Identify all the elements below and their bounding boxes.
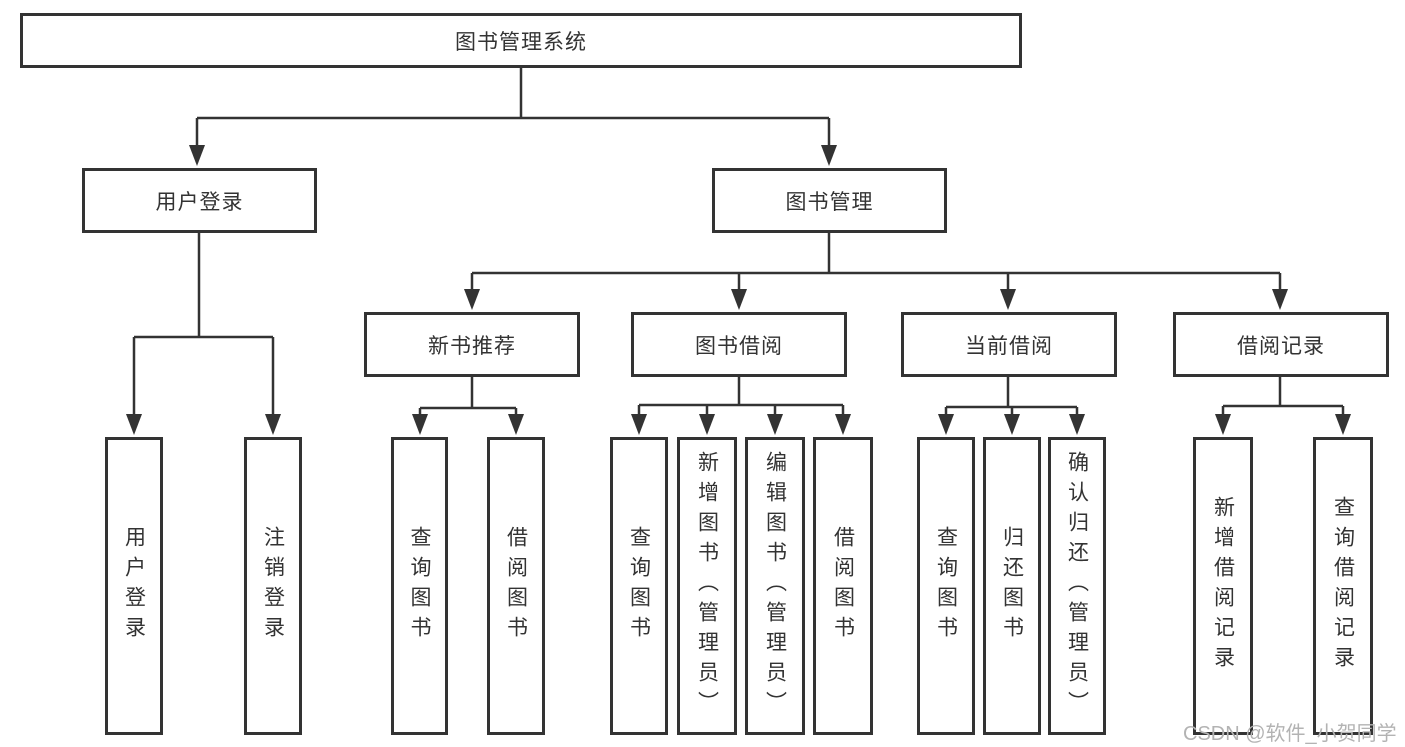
arrowhead-down bbox=[464, 289, 480, 310]
leaf-query-book-1: 查询图书 bbox=[391, 437, 448, 735]
leaf-add-borrow-record: 新增借阅记录 bbox=[1193, 437, 1253, 735]
node-book-borrow: 图书借阅 bbox=[631, 312, 847, 377]
edge-new-book-to-leaves bbox=[418, 377, 518, 415]
arrowhead-down bbox=[1000, 289, 1016, 310]
node-new-book-recommend-label: 新书推荐 bbox=[428, 334, 516, 358]
arrowhead-down bbox=[731, 289, 747, 310]
node-current-borrow: 当前借阅 bbox=[901, 312, 1117, 377]
arrowhead-down bbox=[1069, 414, 1085, 435]
arrowhead-down bbox=[821, 145, 837, 166]
node-user-login-label: 用户登录 bbox=[155, 190, 244, 214]
leaf-confirm-return-admin-label: 确认归还（管理员） bbox=[1065, 451, 1089, 721]
arrowhead-down bbox=[412, 414, 428, 435]
leaf-query-book-2: 查询图书 bbox=[610, 437, 668, 735]
arrowhead-down bbox=[265, 414, 281, 435]
leaf-add-book-admin-label: 新增图书（管理员） bbox=[695, 451, 719, 721]
arrowhead-down bbox=[1215, 414, 1231, 435]
arrowhead-down bbox=[189, 145, 205, 166]
edge-borrow-records-to-leaves bbox=[1221, 377, 1345, 415]
leaf-query-book-1-label: 查询图书 bbox=[408, 526, 431, 646]
node-borrow-records: 借阅记录 bbox=[1173, 312, 1389, 377]
leaf-borrow-book-2-label: 借阅图书 bbox=[831, 526, 855, 646]
edge-user-login-to-leaves bbox=[132, 233, 275, 414]
arrowhead-down bbox=[767, 414, 783, 435]
leaf-query-borrow-record-label: 查询借阅记录 bbox=[1331, 496, 1355, 676]
leaf-add-book-admin: 新增图书（管理员） bbox=[677, 437, 737, 735]
node-library-system-label: 图书管理系统 bbox=[455, 30, 587, 54]
node-book-management: 图书管理 bbox=[712, 168, 947, 233]
edge-root-to-level2 bbox=[195, 68, 831, 147]
leaf-borrow-book-1-label: 借阅图书 bbox=[504, 526, 528, 646]
leaf-query-book-3: 查询图书 bbox=[917, 437, 975, 735]
leaf-borrow-book-1: 借阅图书 bbox=[487, 437, 545, 735]
leaf-user-login-label: 用户登录 bbox=[122, 526, 146, 646]
csdn-watermark: CSDN @软件_小贺同学 bbox=[1183, 723, 1397, 745]
leaf-logout: 注销登录 bbox=[244, 437, 302, 735]
leaf-query-book-2-label: 查询图书 bbox=[627, 526, 651, 646]
leaf-confirm-return-admin: 确认归还（管理员） bbox=[1048, 437, 1106, 735]
node-current-borrow-label: 当前借阅 bbox=[965, 334, 1053, 358]
leaf-query-borrow-record: 查询借阅记录 bbox=[1313, 437, 1373, 735]
node-borrow-records-label: 借阅记录 bbox=[1237, 334, 1325, 358]
edge-current-borrow-to-leaves bbox=[944, 377, 1079, 415]
arrowhead-down bbox=[1004, 414, 1020, 435]
arrowhead-down bbox=[1272, 289, 1288, 310]
arrowhead-down bbox=[938, 414, 954, 435]
arrowhead-down bbox=[699, 414, 715, 435]
leaf-edit-book-admin: 编辑图书（管理员） bbox=[745, 437, 805, 735]
edge-book-mgmt-to-level3 bbox=[470, 233, 1282, 290]
arrowhead-down bbox=[126, 414, 142, 435]
leaf-query-book-3-label: 查询图书 bbox=[934, 526, 958, 646]
leaf-user-login: 用户登录 bbox=[105, 437, 163, 735]
node-new-book-recommend: 新书推荐 bbox=[364, 312, 580, 377]
leaf-return-book: 归还图书 bbox=[983, 437, 1041, 735]
leaf-return-book-label: 归还图书 bbox=[1000, 526, 1024, 646]
edge-book-borrow-to-leaves bbox=[637, 377, 845, 415]
node-user-login: 用户登录 bbox=[82, 168, 317, 233]
arrowhead-down bbox=[508, 414, 524, 435]
node-book-borrow-label: 图书借阅 bbox=[695, 334, 783, 358]
leaf-add-borrow-record-label: 新增借阅记录 bbox=[1211, 496, 1235, 676]
node-book-management-label: 图书管理 bbox=[785, 190, 874, 214]
arrowhead-down bbox=[631, 414, 647, 435]
node-library-system: 图书管理系统 bbox=[20, 13, 1022, 68]
leaf-borrow-book-2: 借阅图书 bbox=[813, 437, 873, 735]
leaf-logout-label: 注销登录 bbox=[261, 526, 285, 646]
arrowhead-down bbox=[835, 414, 851, 435]
leaf-edit-book-admin-label: 编辑图书（管理员） bbox=[763, 451, 787, 721]
arrowhead-down bbox=[1335, 414, 1351, 435]
